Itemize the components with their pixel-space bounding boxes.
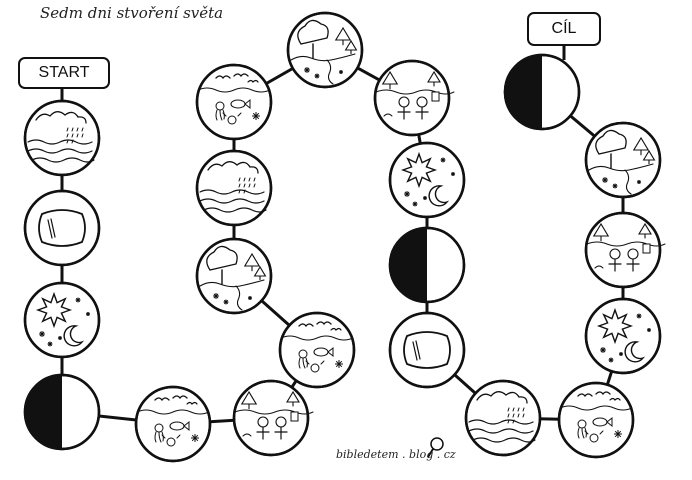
sun-moon-stars-icon: [400, 151, 455, 207]
animals-and-people-icon: [586, 222, 666, 272]
land-and-plants-icon: [199, 245, 267, 311]
board-space-day-6[interactable]: [584, 211, 666, 289]
board-space-day-3[interactable]: [584, 121, 662, 199]
land-and-plants-icon: [290, 19, 358, 85]
board-spaces: [23, 11, 666, 463]
board-space-day-6[interactable]: [232, 379, 314, 457]
light-and-darkness-icon: [390, 228, 427, 302]
board-space-day-3[interactable]: [286, 11, 364, 89]
board-space-day-5[interactable]: [278, 311, 356, 389]
board-space-day-2[interactable]: [195, 149, 273, 227]
sky-and-water-icon: [199, 161, 267, 213]
board-space-day-2[interactable]: [464, 379, 542, 457]
land-and-plants-icon: [588, 129, 656, 195]
animals-and-people-icon: [234, 390, 314, 440]
board-space-day-4[interactable]: [388, 141, 466, 219]
sun-moon-stars-icon: [596, 307, 651, 363]
board-space-day-7[interactable]: [388, 311, 466, 389]
board-space-day-1[interactable]: [388, 226, 466, 304]
light-and-darkness-icon: [505, 55, 542, 129]
board-space-day-3[interactable]: [195, 237, 273, 315]
board-space-day-6[interactable]: [373, 59, 455, 137]
game-title: Sedm dni stvoření světa: [40, 4, 224, 22]
board-space-day-5[interactable]: [557, 381, 635, 459]
board-space-day-1[interactable]: [23, 373, 101, 451]
sky-and-water-icon: [468, 391, 536, 443]
board-space-day-2[interactable]: [23, 99, 101, 177]
board-space-day-4[interactable]: [584, 297, 662, 375]
credit-text: bibledetem . blog . cz: [336, 448, 456, 461]
animals-and-people-icon: [375, 70, 455, 120]
birds-and-fish-icon: [197, 73, 271, 125]
birds-and-fish-icon: [136, 395, 210, 447]
rest-pillow-icon: [38, 209, 86, 247]
finish-sign: CÍL: [527, 12, 601, 46]
board-space-day-5[interactable]: [134, 385, 212, 463]
start-sign: START: [18, 57, 110, 89]
board-space-day-5[interactable]: [195, 63, 273, 141]
sun-moon-stars-icon: [35, 291, 90, 347]
board-space-day-1[interactable]: [503, 53, 581, 131]
board-space-day-4[interactable]: [23, 281, 101, 359]
birds-and-fish-icon: [559, 391, 633, 443]
birds-and-fish-icon: [280, 321, 354, 373]
magnifier-icon: [427, 437, 444, 458]
sky-and-water-icon: [27, 111, 95, 163]
rest-pillow-icon: [403, 331, 451, 369]
light-and-darkness-icon: [25, 375, 62, 449]
board-space-day-7[interactable]: [23, 189, 101, 267]
